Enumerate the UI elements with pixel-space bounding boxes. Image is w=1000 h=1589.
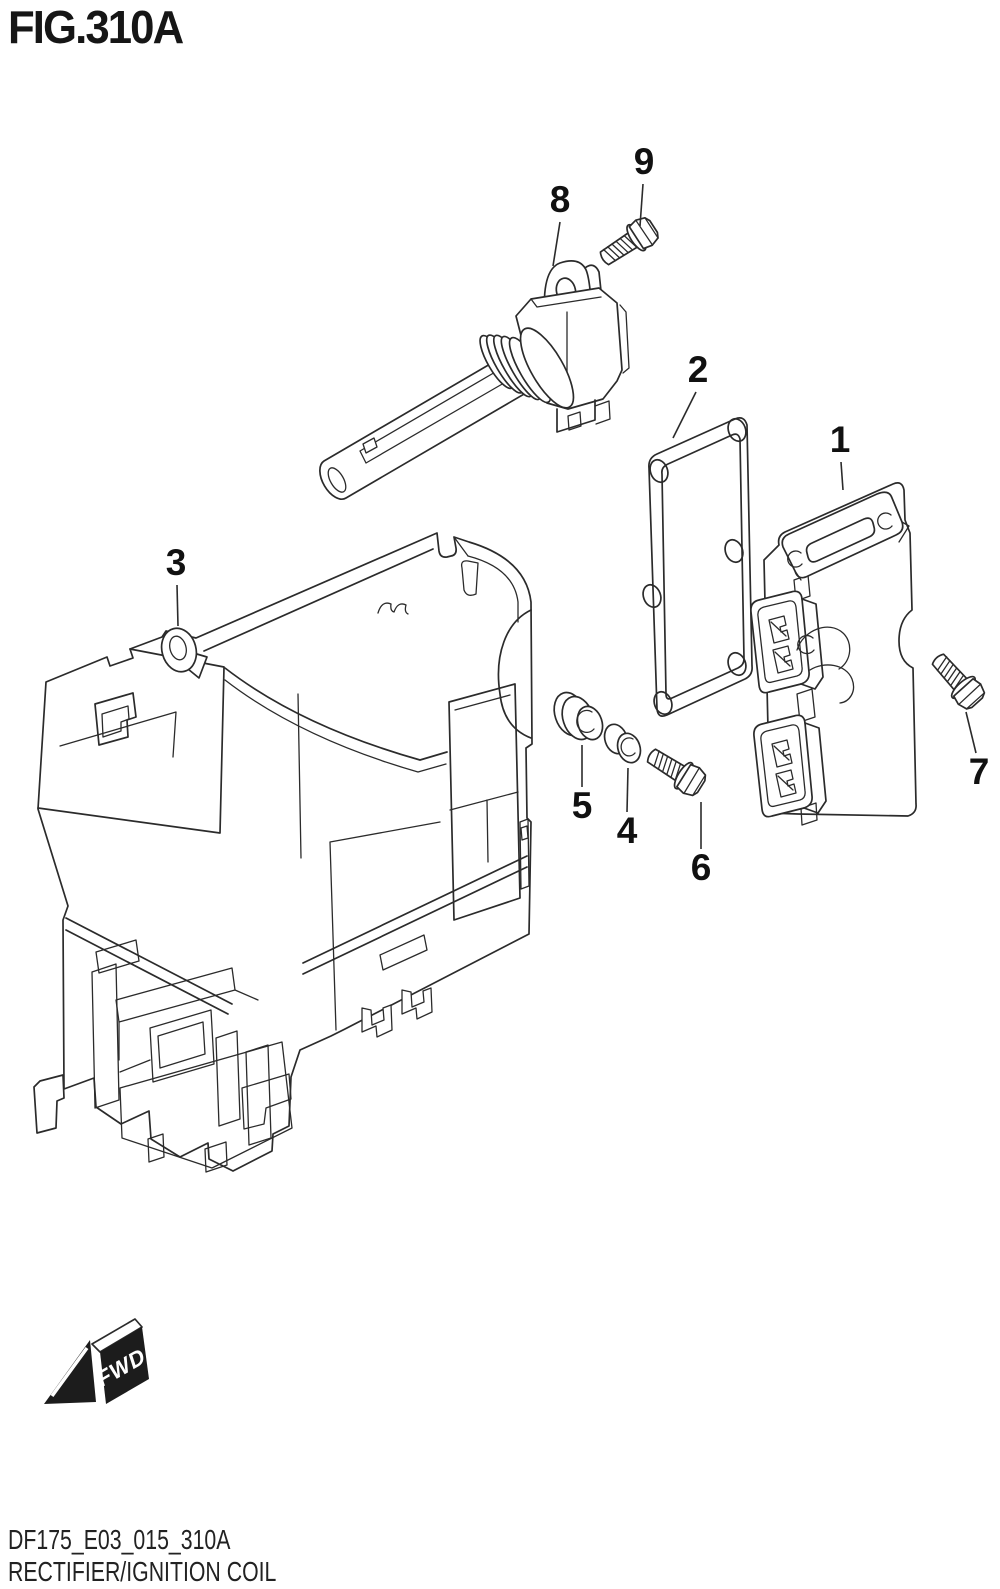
part-callout-6: 6 bbox=[691, 847, 712, 888]
part-callout-4: 4 bbox=[617, 810, 638, 851]
gasket-drawing bbox=[642, 417, 753, 717]
ignition-coil-drawing bbox=[319, 260, 630, 500]
callouts-layer: 1 2 3 45 6 7 8 9 bbox=[166, 141, 990, 888]
part-callout-5: 5 bbox=[572, 785, 593, 826]
bolt-9-drawing bbox=[593, 213, 663, 273]
part-callout-7: 7 bbox=[969, 751, 990, 792]
part-callout-1: 1 bbox=[830, 419, 851, 460]
callout-leader-3 bbox=[176, 584, 179, 627]
fwd-arrow: FWD bbox=[44, 1318, 149, 1404]
callout-leader-1 bbox=[840, 461, 844, 491]
part-callout-9: 9 bbox=[634, 141, 655, 182]
callout-leader-2 bbox=[672, 391, 697, 439]
part-callout-2: 2 bbox=[688, 349, 709, 390]
figure-title: FIG.310A bbox=[8, 1, 184, 53]
callout-leader-7 bbox=[965, 711, 977, 754]
rectifier-drawing bbox=[750, 482, 917, 826]
callout-leader-4 bbox=[626, 767, 629, 813]
small-grommet-drawing bbox=[603, 723, 642, 764]
electric-parts-holder-drawing bbox=[33, 532, 533, 1173]
bolt-6-drawing bbox=[641, 740, 710, 801]
callout-leader-8 bbox=[552, 221, 561, 267]
bolt-7-drawing bbox=[924, 646, 990, 714]
callout-leader-9 bbox=[639, 183, 644, 227]
figure-name: RECTIFIER/IGNITION COIL bbox=[8, 1556, 277, 1587]
part-callout-8: 8 bbox=[550, 179, 571, 220]
part-callout-3: 3 bbox=[166, 542, 187, 583]
figure-code: DF175_E03_015_310A bbox=[8, 1524, 231, 1555]
grommet-drawing bbox=[553, 691, 604, 741]
